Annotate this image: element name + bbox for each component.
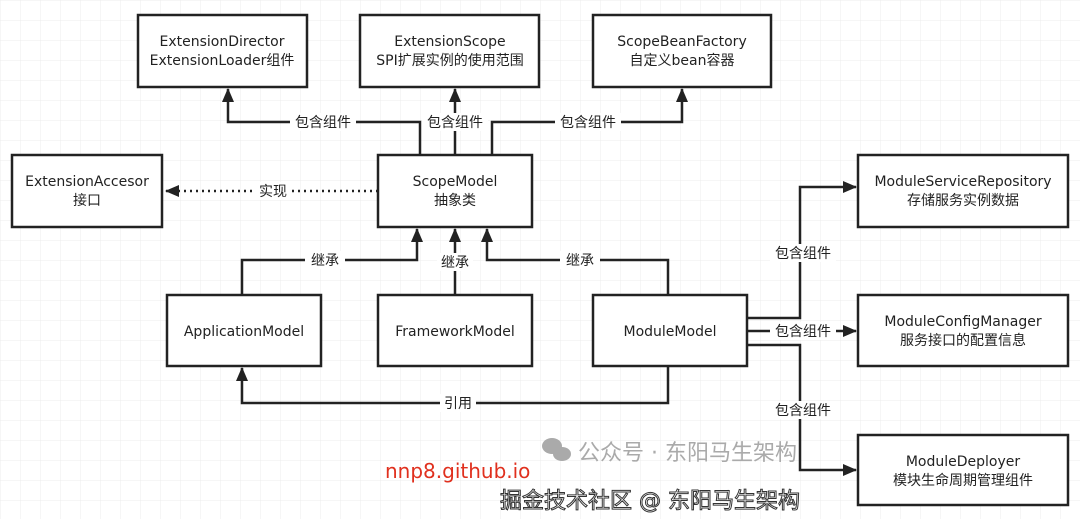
node-title: ModuleDeployer <box>906 454 1021 470</box>
site-url-text: nnp8.github.io <box>385 459 530 483</box>
node-title: ScopeBeanFactory <box>617 34 746 50</box>
label-inherits: 继承 <box>441 255 469 271</box>
node-subtitle: ExtensionLoader组件 <box>150 53 295 69</box>
label-inherits: 继承 <box>566 253 594 269</box>
label-implements: 实现 <box>259 184 287 200</box>
node-module-config-manager: ModuleConfigManager 服务接口的配置信息 <box>856 293 1070 368</box>
node-subtitle: 接口 <box>73 192 101 209</box>
node-application-model: ApplicationModel <box>165 293 323 368</box>
label-inherits: 继承 <box>311 253 339 269</box>
node-title: ModuleConfigManager <box>884 314 1041 330</box>
node-title: FrameworkModel <box>395 324 515 340</box>
label-contains: 包含组件 <box>775 403 831 419</box>
label-contains: 包含组件 <box>295 115 351 131</box>
watermark: 掘金技术社区 @ 东阳马生架构 <box>500 489 800 514</box>
node-title: ApplicationModel <box>184 324 304 340</box>
node-title: ModuleServiceRepository <box>874 174 1051 190</box>
node-scope-bean-factory: ScopeBeanFactory 自定义bean容器 <box>591 13 773 89</box>
label-contains: 包含组件 <box>427 115 483 131</box>
node-subtitle: 抽象类 <box>434 193 476 209</box>
node-title: ExtensionAccesor <box>25 174 149 190</box>
node-module-service-repository: ModuleServiceRepository 存储服务实例数据 <box>856 153 1070 229</box>
wechat-icon <box>542 438 571 461</box>
node-title: ModuleModel <box>624 324 717 340</box>
node-framework-model: FrameworkModel <box>376 293 534 368</box>
node-extension-scope: ExtensionScope SPI扩展实例的使用范围 <box>358 13 541 89</box>
node-subtitle: 存储服务实例数据 <box>907 193 1019 209</box>
edge-labels: 包含组件 包含组件 包含组件 实现 继承 继承 继承 包含组件 包含组件 包含组… <box>255 113 836 419</box>
node-title: ExtensionDirector <box>160 34 285 50</box>
node-subtitle: SPI扩展实例的使用范围 <box>376 52 523 69</box>
node-extension-director: ExtensionDirector ExtensionLoader组件 <box>136 13 309 89</box>
node-module-model: ModuleModel <box>591 293 749 368</box>
node-title: ScopeModel <box>413 174 498 190</box>
node-extension-accesor: ExtensionAccesor 接口 <box>10 153 164 229</box>
node-subtitle: 模块生命周期管理组件 <box>893 472 1033 489</box>
watermark-faint: 公众号 · 东阳马生架构 <box>578 441 797 466</box>
label-contains: 包含组件 <box>560 115 616 131</box>
node-subtitle: 服务接口的配置信息 <box>900 332 1026 349</box>
node-module-deployer: ModuleDeployer 模块生命周期管理组件 <box>856 433 1070 507</box>
label-contains: 包含组件 <box>775 324 831 340</box>
node-title: ExtensionScope <box>394 34 505 50</box>
node-subtitle: 自定义bean容器 <box>630 52 735 69</box>
node-scope-model: ScopeModel 抽象类 <box>376 153 534 229</box>
label-contains: 包含组件 <box>775 246 831 262</box>
label-references: 引用 <box>444 396 472 412</box>
